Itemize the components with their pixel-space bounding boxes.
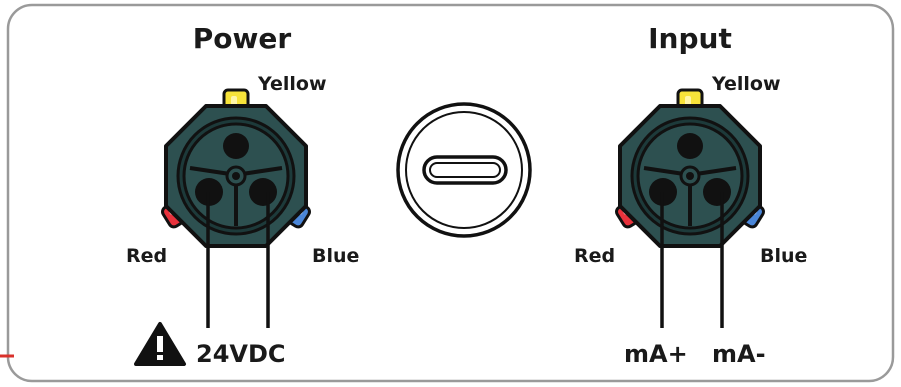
supply-voltage-label: 24VDC	[196, 340, 286, 368]
power-blue-label: Blue	[312, 245, 359, 267]
ma-minus-label: mA-	[712, 340, 766, 368]
input-red-label: Red	[574, 245, 615, 267]
power-red-label: Red	[126, 245, 167, 267]
power-title: Power	[193, 22, 292, 55]
power-yellow-label: Yellow	[257, 73, 327, 95]
input-blue-label: Blue	[760, 245, 807, 267]
input-yellow-label: Yellow	[711, 73, 781, 95]
ma-plus-label: mA+	[624, 340, 688, 368]
input-title: Input	[648, 22, 732, 55]
warning-triangle-icon	[134, 322, 186, 366]
usb-c-port-icon	[396, 102, 532, 238]
